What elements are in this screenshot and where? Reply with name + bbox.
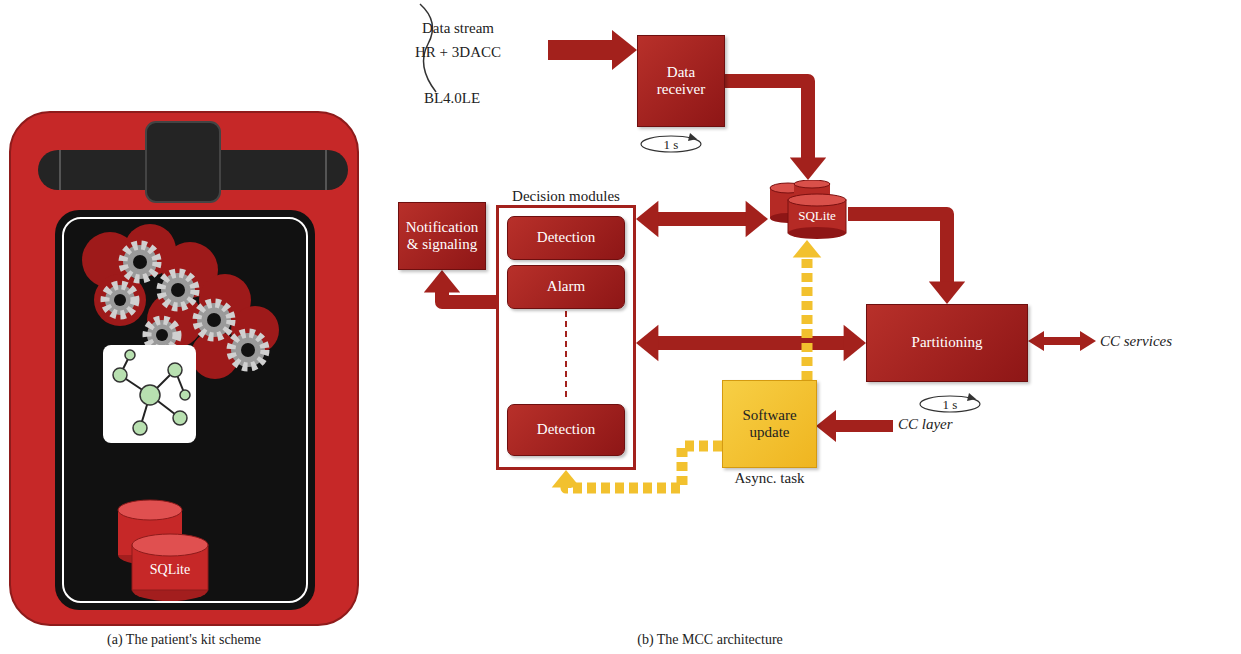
data-flow-arrow [424, 270, 496, 302]
arrowhead [636, 201, 658, 237]
arrowhead [424, 270, 460, 292]
data-flow-arrow [725, 81, 826, 180]
data-flow-arrow [636, 201, 768, 237]
update-arrow [793, 240, 822, 380]
module-box: Alarm [507, 265, 625, 309]
module-box: Detection [507, 216, 625, 260]
arrowhead [844, 325, 866, 361]
process-box: Notification & signaling [398, 202, 486, 270]
connector-line [725, 81, 808, 159]
module-group: Decision modulesDetectionAlarmDetection [496, 205, 636, 470]
arrowhead [929, 282, 965, 304]
node-label: Alarm [547, 278, 585, 295]
module-box: Detection [507, 404, 625, 456]
node-label: Software update [727, 407, 812, 442]
connector-line [657, 212, 746, 226]
node-label: SQLite [788, 208, 846, 224]
process-box: Data receiver [637, 35, 725, 127]
node-label: Detection [537, 229, 595, 246]
arrowhead [636, 325, 658, 361]
figure-caption: (b) The MCC architecture [637, 632, 783, 648]
arrowhead [552, 470, 581, 488]
annotation-label: Data stream [422, 20, 494, 37]
connector-line [442, 291, 496, 302]
connector-line [848, 214, 947, 283]
connector-line [802, 257, 813, 380]
annotation-label: CC layer [898, 416, 953, 433]
group-heading: Decision modules [469, 188, 663, 205]
node-label: Data receiver [642, 64, 720, 99]
figure-caption: (a) The patient's kit scheme [107, 632, 261, 648]
process-box: Partitioning [866, 304, 1028, 382]
data-flow-arrow [848, 214, 965, 304]
connector-line [657, 336, 844, 350]
node-label: Detection [537, 421, 595, 438]
node-label: Notification & signaling [403, 219, 481, 254]
arrowhead [746, 201, 768, 237]
task-box: Software updateAsync. task [722, 380, 817, 468]
annotation-label: CC services [1100, 333, 1172, 350]
data-flow-arrow [636, 325, 866, 361]
annotation-label: 1 s [664, 137, 679, 153]
annotation-label: HR + 3DACC [415, 44, 501, 61]
annotation-label: SQLite [150, 562, 190, 578]
arrowhead [793, 240, 822, 258]
layout-strokes [420, 4, 1096, 442]
patient-kit [10, 112, 358, 625]
arrowhead [790, 158, 826, 180]
annotation-label: BL4.0LE [424, 90, 480, 107]
ellipsis-line [564, 311, 568, 401]
node-label: Partitioning [912, 334, 983, 351]
annotation-label: 1 s [943, 397, 958, 413]
database-symbol: SQLite [768, 180, 848, 240]
box-caption: Async. task [703, 470, 836, 487]
